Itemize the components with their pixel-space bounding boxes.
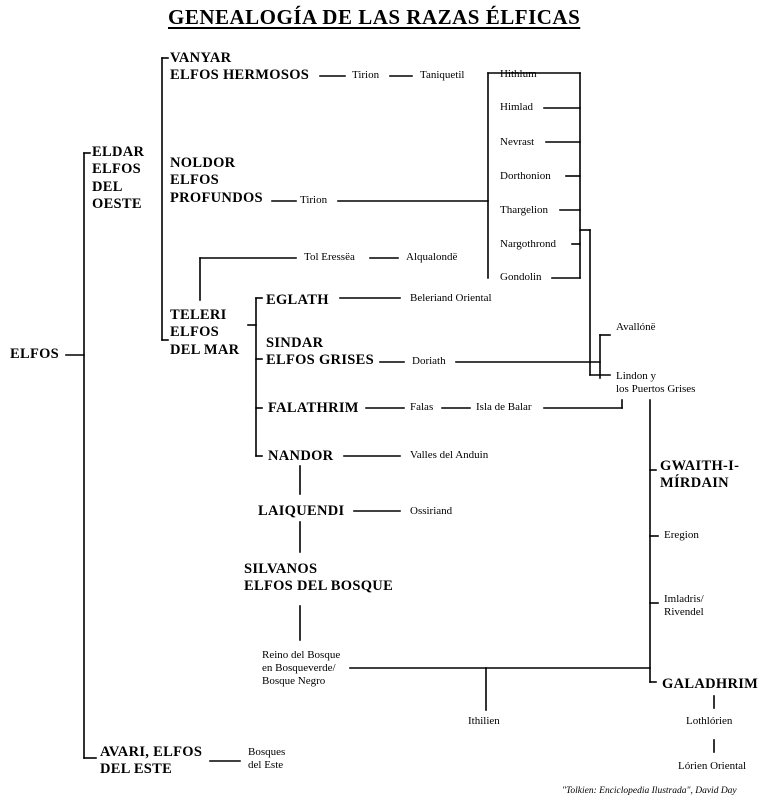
- node-doriath: Doriath: [412, 355, 446, 367]
- node-tol-eressea: Tol Eressëa: [304, 251, 355, 263]
- node-lothlorien: Lothlórien: [686, 715, 733, 727]
- node-silvanos: SILVANOS ELFOS DEL BOSQUE: [244, 561, 394, 595]
- node-ithilien: Ithilien: [468, 715, 500, 727]
- node-isla-de-balar: Isla de Balar: [476, 401, 532, 413]
- credit-text: "Tolkien: Enciclopedia Ilustrada", David…: [562, 786, 737, 796]
- node-avallone: Avallónë: [616, 321, 656, 333]
- node-himlad: Himlad: [500, 101, 533, 113]
- node-avari: AVARI, ELFOS DEL ESTE: [100, 744, 203, 778]
- node-eregion: Eregion: [664, 529, 699, 541]
- node-eldar: ELDAR ELFOS DEL OESTE: [92, 144, 145, 213]
- node-lindon: Lindon y los Puertos Grises: [616, 370, 696, 396]
- page-title: GENEALOGÍA DE LAS RAZAS ÉLFICAS: [168, 5, 581, 29]
- node-valles-del-anduin: Valles del Anduin: [410, 449, 489, 461]
- node-laiquendi: LAIQUENDI: [258, 503, 345, 519]
- node-eglath: EGLATH: [266, 292, 329, 308]
- node-alqualonde: Alqualondë: [406, 251, 458, 263]
- node-tirion-noldor: Tirion: [300, 194, 328, 206]
- node-galadhrim: GALADHRIM: [662, 676, 759, 692]
- node-falas: Falas: [410, 401, 434, 413]
- node-dorthonion: Dorthonion: [500, 170, 551, 182]
- node-noldor: NOLDOR ELFOS PROFUNDOS: [170, 155, 263, 206]
- node-tirion-vanyar: Tirion: [352, 69, 380, 81]
- node-hithlum: Hithlum: [500, 68, 537, 80]
- node-lorien-oriental: Lórien Oriental: [678, 760, 747, 772]
- node-elfos: ELFOS: [10, 346, 60, 362]
- node-ossiriand: Ossiriand: [410, 505, 453, 517]
- node-gondolin: Gondolin: [500, 271, 542, 283]
- node-thargelion: Thargelion: [500, 204, 549, 216]
- node-beleriand-oriental: Beleriand Oriental: [410, 292, 492, 304]
- node-falathrim: FALATHRIM: [268, 400, 359, 416]
- node-bosques-este: Bosques del Este: [248, 746, 286, 772]
- node-nargothrond: Nargothrond: [500, 238, 557, 250]
- node-gwaith-i-mirdain: GWAITH-I- MÍRDAIN: [660, 458, 740, 492]
- node-vanyar: VANYAR ELFOS HERMOSOS: [170, 50, 310, 84]
- node-imladris: Imladris/ Rivendel: [664, 593, 704, 619]
- node-reino-del-bosque: Reino del Bosque en Bosqueverde/ Bosque …: [262, 649, 341, 688]
- node-teleri: TELERI ELFOS DEL MAR: [170, 307, 240, 358]
- node-sindar: SINDAR ELFOS GRISES: [266, 335, 374, 369]
- node-taniquetil: Taniquetil: [420, 69, 465, 81]
- node-nevrast: Nevrast: [500, 136, 535, 148]
- node-nandor: NANDOR: [268, 448, 334, 464]
